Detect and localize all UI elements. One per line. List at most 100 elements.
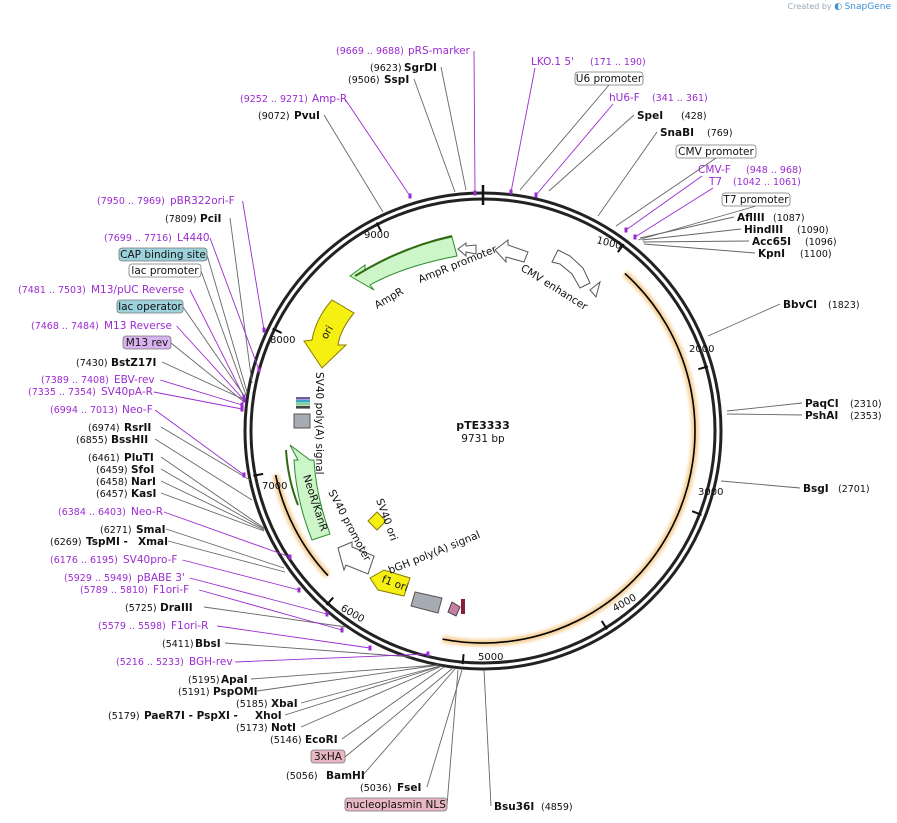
primer-bgh-rev: (5216 .. 5233)BGH-rev	[116, 656, 233, 668]
box-u6-promoter-leader	[519, 84, 610, 191]
cmvpromoter-shape	[494, 238, 529, 264]
enzyme-rsrii: (6974)RsrII	[88, 422, 151, 434]
enzyme-bbsi: (5411)BbsI	[162, 638, 221, 650]
primer-lko-1-5: LKO.1 5'(171 .. 190)	[531, 56, 646, 68]
box-label: CMV promoter	[678, 146, 754, 158]
primer-prs-marker: (9669 .. 9688)pRS-marker	[336, 45, 471, 57]
enzyme-bbsi-leader	[224, 642, 413, 658]
enzyme-name: ApaI	[221, 674, 248, 686]
enzyme-pos: (1090)	[797, 225, 829, 236]
feature-shapes	[272, 235, 699, 647]
enzyme-hindiii: HindIII (1090)	[744, 224, 829, 236]
feature-label-ori: ori	[319, 324, 336, 342]
enzyme-pcii-leader	[229, 217, 253, 384]
enzyme-name: HindIII	[744, 224, 783, 236]
ring-tick-label: 7000	[262, 481, 287, 492]
box-frame	[574, 71, 644, 86]
primer-pbabe-3-leader	[189, 577, 328, 615]
box-frame	[122, 335, 172, 350]
primer-pos: (7699 .. 7716)	[104, 233, 172, 244]
enzyme-name: BstZ17I	[111, 357, 156, 369]
enzyme-pos: (5179)	[108, 711, 140, 722]
primer-f1ori-r-leader	[217, 625, 371, 649]
primer-hu6-f-marker	[534, 192, 538, 198]
primer-pbabe-3: (5929 .. 5949)pBABE 3'	[64, 572, 185, 584]
label-leader-lines	[153, 50, 803, 807]
primer-l4440: (7699 .. 7716) L4440	[104, 232, 210, 244]
ring-tick-label: 5000	[478, 652, 503, 663]
enzyme-bamhi-leader	[362, 668, 456, 776]
primer-l4440-marker	[257, 367, 261, 373]
primer-pos: (5929 .. 5949)	[64, 573, 132, 584]
cmv-tip-shape	[589, 280, 601, 299]
enzyme-pvui-leader	[323, 114, 384, 213]
ampr-shape	[349, 236, 458, 291]
backbone-ring	[243, 185, 723, 671]
enzyme-name: PvuI	[294, 110, 320, 122]
box-label: M13 rev	[126, 337, 169, 349]
box-frame	[116, 299, 184, 314]
enzyme-pos: (5146)	[270, 735, 302, 746]
box-label: U6 promoter	[576, 73, 643, 85]
nls-marker	[447, 601, 461, 617]
enzyme-xbai: (5185)XbaI	[236, 698, 298, 710]
enzyme-name: BbvCI	[783, 299, 817, 311]
enzyme-pos: (769)	[707, 128, 733, 139]
enzyme-name: BsgI	[803, 483, 829, 495]
ori-shape	[303, 299, 355, 369]
primer-name: Neo-F	[122, 404, 153, 416]
primer-ebv-rev-leader	[160, 379, 243, 406]
enzyme-kpni: KpnI(1100)	[758, 248, 832, 260]
enzyme-name: NotI	[271, 722, 296, 734]
ring-tick-label: 9000	[364, 230, 389, 241]
enzyme-name: XhoI	[255, 710, 282, 722]
enzyme-pshai-leader	[726, 413, 803, 416]
primer-neo-f-marker	[242, 472, 246, 478]
enzyme-xmai-leader	[167, 540, 286, 573]
primer-name: EBV-rev	[114, 374, 155, 386]
enzyme-hindiii-leader	[641, 228, 742, 241]
enzyme-xhoi-leader	[284, 665, 442, 716]
enzyme-name: PciI	[200, 213, 221, 225]
primer-pos: (9252 .. 9271)	[240, 94, 308, 105]
enzyme-paqci-leader	[726, 402, 803, 412]
box-frame	[675, 144, 757, 159]
box-frame	[128, 263, 202, 278]
primer-m13-reverse-marker	[242, 397, 246, 403]
primer-lko-1-5-leader	[510, 67, 536, 193]
primer-pos: (9669 .. 9688)	[336, 46, 404, 57]
primer-name: T7	[708, 176, 722, 188]
primer-name: Neo-R	[131, 506, 163, 518]
primer-pos: (7335 .. 7354)	[28, 387, 96, 398]
primer-t7-leader	[634, 187, 714, 238]
enzyme-noti-leader	[300, 665, 443, 728]
enzyme-sfoi: (6459)SfoI	[96, 464, 154, 476]
box-label: CAP binding site	[120, 249, 206, 261]
feature-label-ampr: AmpR	[373, 286, 406, 312]
enzyme-sfoi-leader	[160, 468, 265, 530]
enzyme-pspomi: (5191)PspOMI	[178, 686, 258, 698]
primer-name: LKO.1 5'	[531, 56, 574, 68]
plasmid-size: 9731 bp	[461, 433, 505, 445]
primer-pbr322ori-f-leader	[242, 200, 265, 331]
ring-tick-1000	[616, 243, 625, 253]
box-3xha-leader	[344, 667, 454, 758]
enzyme-pos: (6461)	[88, 453, 120, 464]
enzyme-pos: (5036)	[360, 783, 392, 794]
enzyme-kpni-leader	[643, 243, 756, 254]
enzyme-name: SmaI	[136, 524, 166, 536]
primer-name: L4440	[177, 232, 210, 244]
box-cmv-promoter: CMV promoter	[675, 144, 757, 159]
enzyme-name: Acc65I	[752, 236, 791, 248]
enzyme-bbvci-leader	[707, 303, 781, 337]
enzyme-name: SnaBI	[660, 127, 694, 139]
primer-name: F1ori-F	[153, 584, 189, 596]
enzyme-bsu36i-leader	[483, 669, 492, 807]
primer-sv40pa-r: (7335 .. 7354)SV40pA-R	[28, 386, 153, 398]
enzyme-name: Bsu36I	[494, 801, 534, 813]
box-cmv-promoter-leader	[615, 157, 717, 227]
enzyme-name: PaqCI	[805, 398, 839, 410]
primer-amp-r: (9252 .. 9271)Amp-R	[240, 93, 347, 105]
f1ori-shape	[369, 569, 411, 597]
enzyme-pvui: (9072)PvuI	[258, 110, 320, 122]
